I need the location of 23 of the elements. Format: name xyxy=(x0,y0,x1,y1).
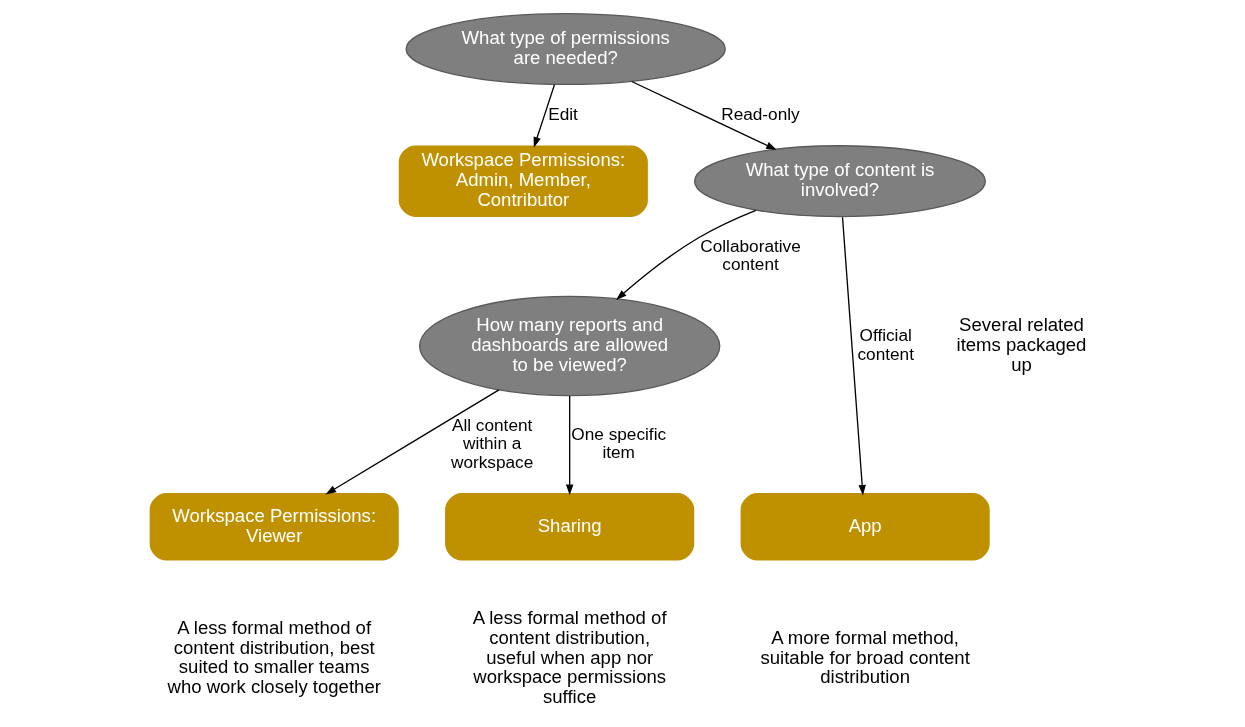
node-ellipse: How many reports and dashboards are allowed to be viewed? xyxy=(418,295,720,397)
node-ellipse: What type of permissions are needed? xyxy=(404,12,726,86)
edge-label: One specific item xyxy=(570,423,666,463)
arrow xyxy=(565,395,573,496)
arrow xyxy=(533,84,555,148)
node-box: Workspace Permissions: Viewer xyxy=(149,492,399,561)
edge-label: Edit xyxy=(547,103,578,124)
node-label: A more formal method, suitable for broad content distribution xyxy=(759,626,970,688)
arrow xyxy=(841,216,866,496)
edge-label: All content within a workspace xyxy=(450,414,533,472)
node-box: Sharing xyxy=(444,492,694,561)
edge-label: Read-only xyxy=(720,103,800,124)
node-label: A less formal method of content distribution, useful when app nor workspace permissions suffice xyxy=(472,606,667,708)
arrow xyxy=(630,80,777,150)
node-label: A less formal method of content distribution, best suited to smaller teams who work closely together xyxy=(166,616,381,698)
node-box: Workspace Permissions: Admin, Member, Contributor xyxy=(398,145,648,217)
node-box: App xyxy=(740,492,990,561)
edge-label: Official content xyxy=(856,325,914,364)
arrow xyxy=(615,209,756,300)
label: Several related items packaged up xyxy=(956,313,1086,375)
node-ellipse: What type of content is involved? xyxy=(693,145,986,218)
arrow xyxy=(325,389,500,495)
edge-label: Collaborative content xyxy=(699,235,801,275)
